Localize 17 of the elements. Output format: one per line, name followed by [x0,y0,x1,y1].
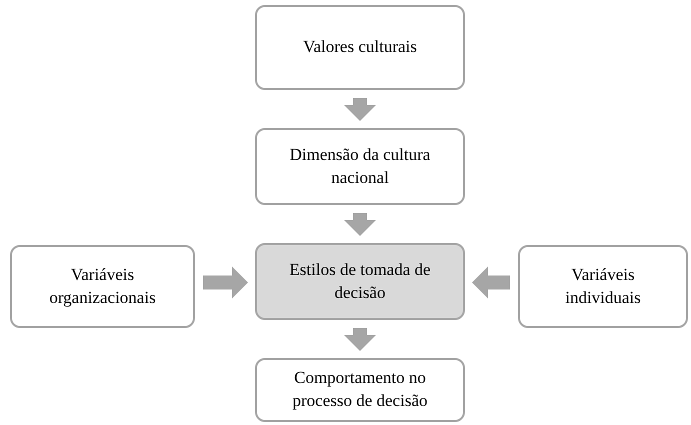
block-arrow [344,98,376,121]
highlighted-process-box [255,243,465,320]
box-label: Valores culturais [303,36,417,58]
box-label: Comportamento no processo de decisão [291,367,428,412]
box-label: Estilos de tomada de decisão [288,258,432,304]
process-box [10,245,195,328]
process-box [255,358,465,422]
process-box [255,128,465,205]
box-label: Variáveis individuais [564,264,642,308]
process-box [518,245,688,328]
block-arrow [203,266,248,298]
block-arrow [472,266,510,298]
block-arrow [344,213,376,236]
box-label: Dimensão da cultura nacional [288,144,432,188]
process-box [255,5,465,90]
block-arrow [344,328,376,351]
box-label: Variáveis organizacionais [48,264,157,309]
